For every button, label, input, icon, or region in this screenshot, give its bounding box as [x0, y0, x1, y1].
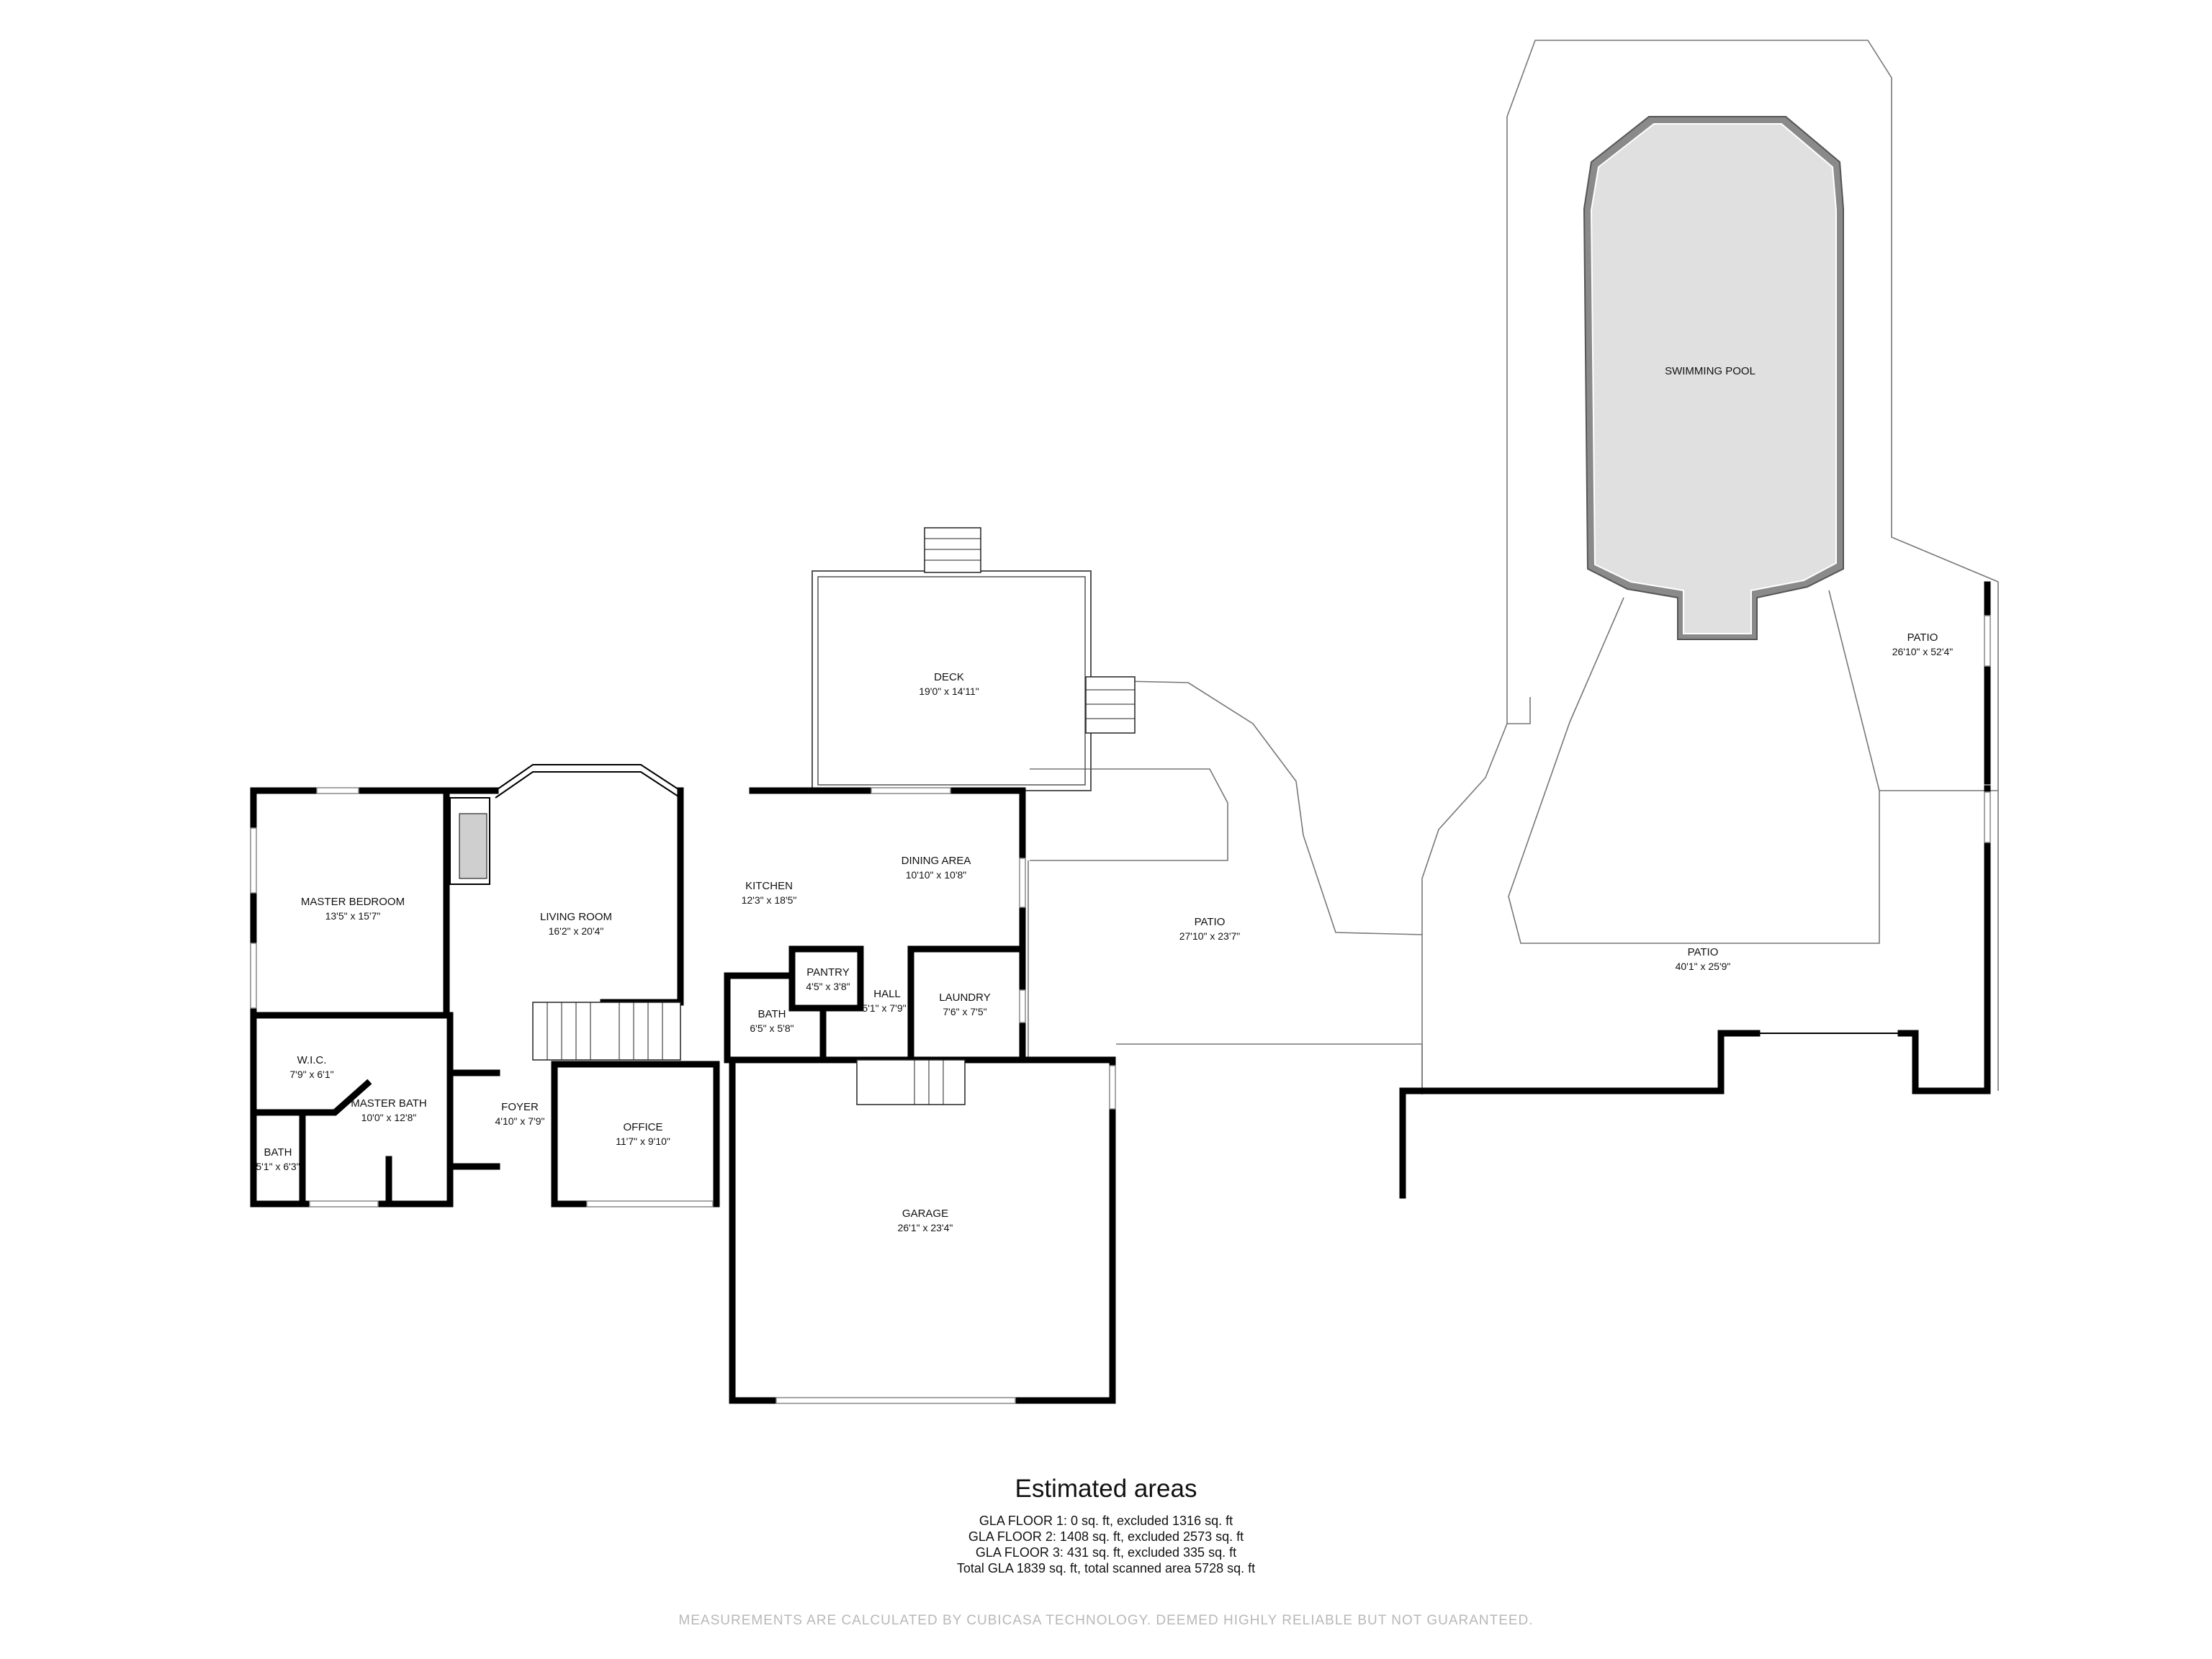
dim-bath-left: 5'1" x 6'3" [256, 1161, 300, 1172]
label-office: OFFICE [624, 1121, 663, 1133]
dim-kitchen: 12'3" x 18'5" [742, 894, 797, 906]
label-bath-left: BATH [264, 1146, 292, 1159]
dim-patio-big: 40'1" x 25'9" [1676, 961, 1731, 972]
gla-floor-1: GLA FLOOR 1: 0 sq. ft, excluded 1316 sq.… [979, 1514, 1233, 1528]
disclaimer: MEASUREMENTS ARE CALCULATED BY CUBICASA … [678, 1613, 1534, 1628]
gla-floor-2: GLA FLOOR 2: 1408 sq. ft, excluded 2573 … [968, 1529, 1244, 1544]
fireplace [449, 797, 490, 885]
label-hall: HALL [873, 988, 901, 1000]
dim-pantry: 4'5" x 3'8" [806, 981, 850, 992]
label-wic: W.I.C. [297, 1054, 327, 1066]
label-kitchen: KITCHEN [745, 880, 793, 892]
dim-master-bath: 10'0" x 12'8" [361, 1112, 417, 1123]
dim-hall: 5'1" x 7'9" [862, 1002, 906, 1014]
pool-patio-outline [1116, 40, 1999, 1094]
house-windows [250, 787, 1116, 1404]
label-bath-center: BATH [758, 1008, 786, 1020]
label-patio-center: PATIO [1195, 916, 1226, 928]
dim-living-room: 16'2" x 20'4" [549, 925, 604, 937]
dim-deck: 19'0" x 14'11" [919, 685, 979, 697]
label-living-room: LIVING ROOM [540, 911, 612, 923]
label-garage: GARAGE [902, 1208, 948, 1220]
label-swimming-pool: SWIMMING POOL [1665, 365, 1755, 377]
label-pantry: PANTRY [806, 966, 849, 979]
label-master-bath: MASTER BATH [351, 1097, 427, 1110]
swimming-pool [1583, 116, 1844, 640]
label-deck: DECK [934, 671, 964, 683]
dim-garage: 26'1" x 23'4" [898, 1222, 953, 1233]
label-patio-right: PATIO [1907, 631, 1938, 644]
gla-floor-3: GLA FLOOR 3: 431 sq. ft, excluded 335 sq… [975, 1545, 1237, 1560]
dim-patio-center: 27'10" x 23'7" [1179, 930, 1241, 942]
dim-foyer: 4'10" x 7'9" [495, 1115, 545, 1127]
dim-laundry: 7'6" x 7'5" [943, 1006, 986, 1017]
gla-total: Total GLA 1839 sq. ft, total scanned are… [956, 1561, 1256, 1575]
interior-stairs [532, 1002, 966, 1105]
dim-office: 11'7" x 9'10" [616, 1136, 670, 1147]
deck [811, 527, 1136, 791]
room-labels: SWIMMING POOL DECK 19'0" x 14'11" PATIO … [256, 365, 1953, 1233]
patio-walls [1399, 581, 1991, 1199]
dim-patio-right: 26'10" x 52'4" [1892, 646, 1954, 657]
label-laundry: LAUNDRY [939, 992, 990, 1004]
label-foyer: FOYER [501, 1101, 539, 1113]
label-master-bedroom: MASTER BEDROOM [301, 896, 405, 908]
dim-wic: 7'9" x 6'1" [289, 1069, 333, 1080]
label-dining-area: DINING AREA [902, 855, 971, 867]
estimated-areas-title: Estimated areas [1015, 1475, 1197, 1503]
label-patio-big: PATIO [1688, 946, 1719, 958]
dim-master-bedroom: 13'5" x 15'7" [325, 910, 381, 922]
center-patio-outline [1028, 680, 1423, 1057]
estimated-areas-lines: GLA FLOOR 1: 0 sq. ft, excluded 1316 sq.… [0, 1513, 2212, 1576]
dim-dining-area: 10'10" x 10'8" [906, 869, 967, 881]
dim-bath-center: 6'5" x 5'8" [750, 1022, 793, 1034]
house-walls [250, 764, 1116, 1404]
